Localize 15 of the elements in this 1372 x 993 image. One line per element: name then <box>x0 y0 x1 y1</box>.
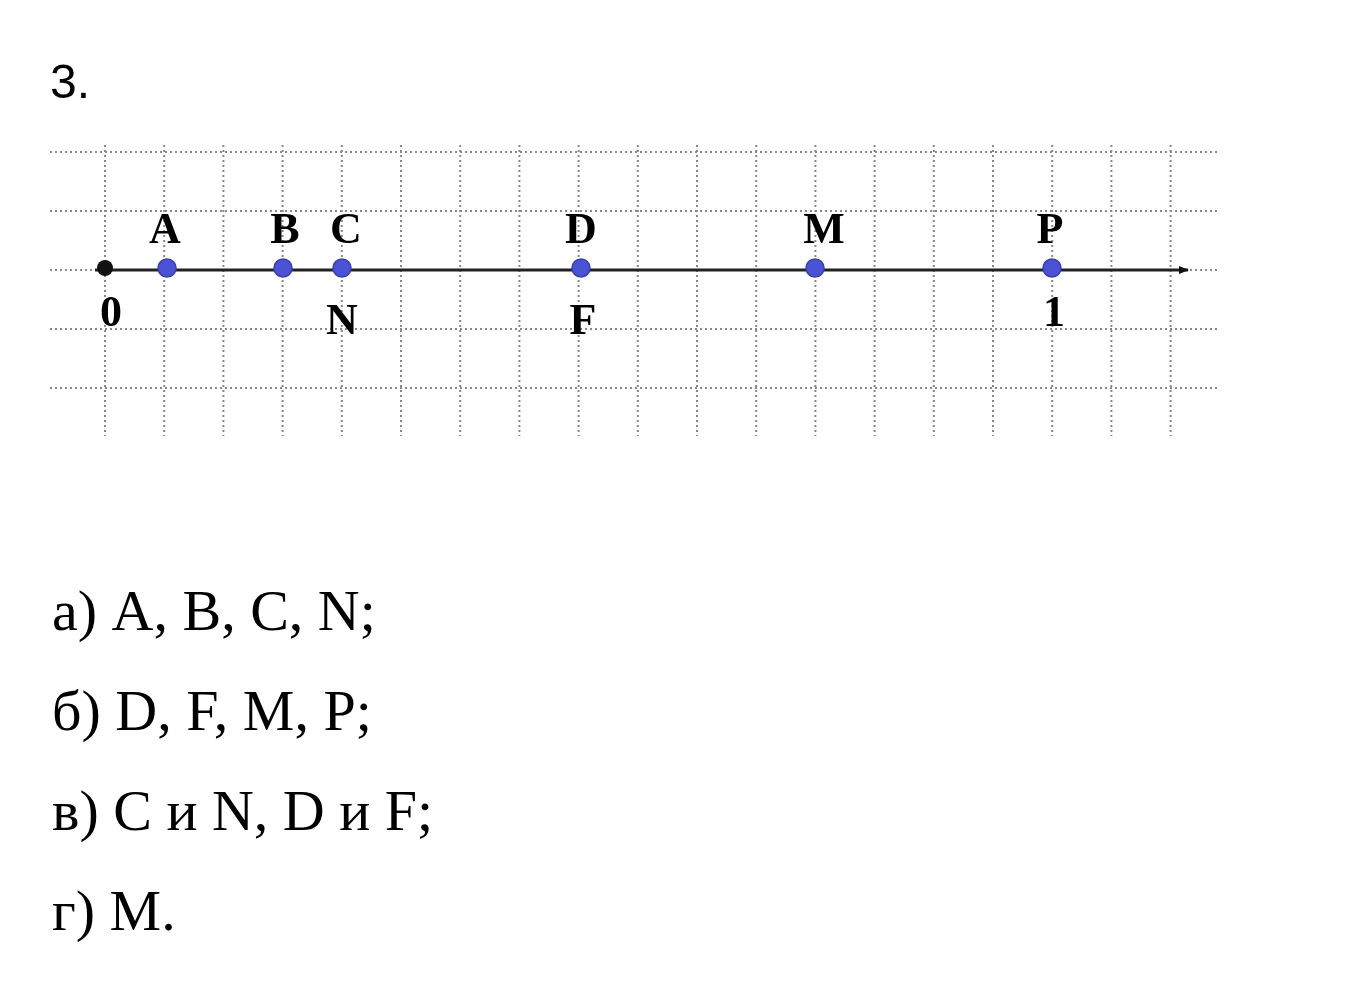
point-label: F <box>569 298 597 342</box>
exercise-number: 3. <box>50 58 91 106</box>
point-label: M <box>803 207 845 251</box>
point-label: D <box>565 207 597 251</box>
point-label: A <box>149 207 181 251</box>
point-label: N <box>326 298 358 342</box>
answer-line: в) C и N, D и F; <box>52 782 434 840</box>
point-label: B <box>270 207 300 251</box>
answer-line: б) D, F, M, P; <box>52 682 372 740</box>
answer-line: а) A, B, C, N; <box>52 582 376 640</box>
point-label: 0 <box>100 290 122 334</box>
point-label: 1 <box>1043 290 1065 334</box>
point-label: C <box>330 207 362 251</box>
answer-line: г) M. <box>52 882 176 940</box>
point-label: P <box>1036 207 1064 251</box>
